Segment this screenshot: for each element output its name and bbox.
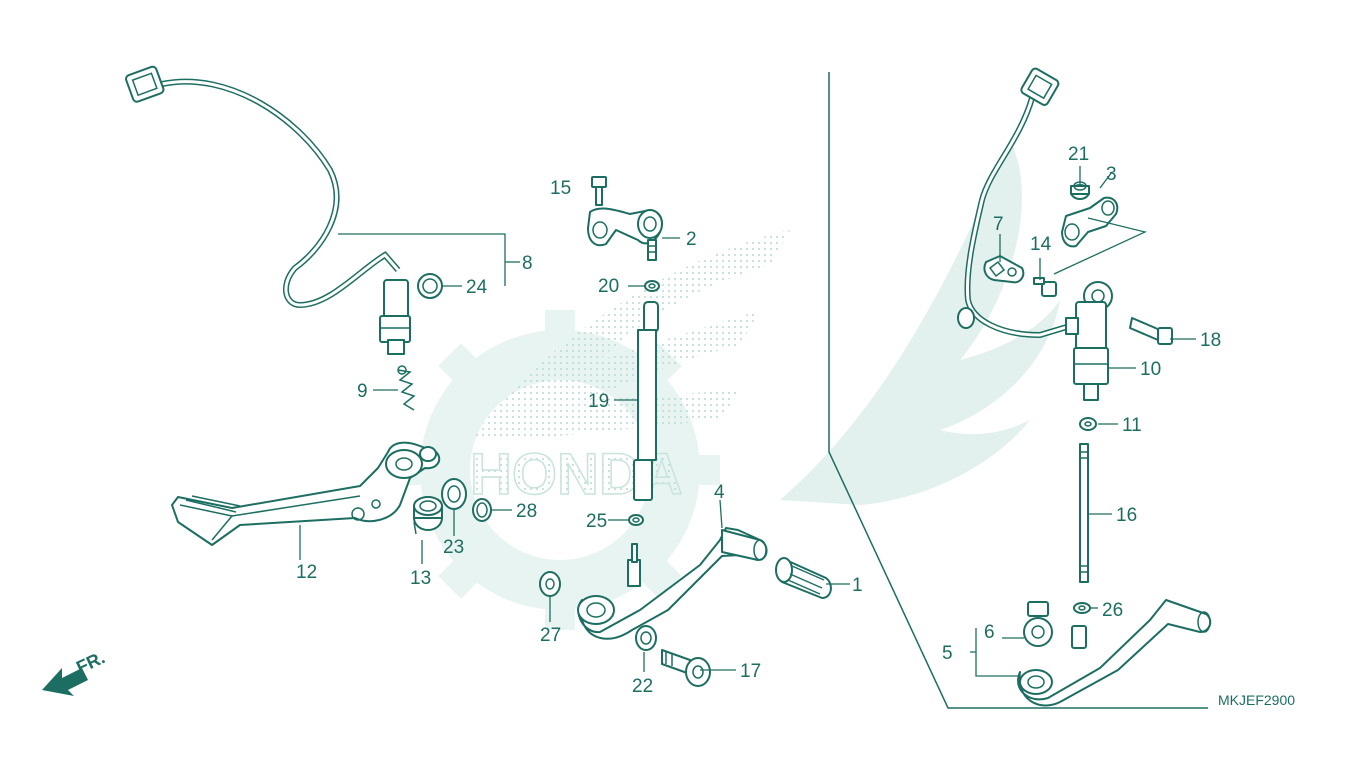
callout-13: 13 — [410, 568, 431, 589]
washer-22 — [635, 625, 657, 651]
callout-15: 15 — [550, 178, 571, 199]
callout-8: 8 — [522, 253, 533, 274]
nut-20 — [644, 280, 660, 292]
callout-25: 25 — [586, 511, 607, 532]
callout-27: 27 — [540, 625, 561, 646]
bolt-18 — [1129, 317, 1173, 345]
washer-23 — [441, 478, 467, 510]
clip-24 — [417, 273, 443, 299]
callout-3: 3 — [1106, 164, 1117, 185]
joint-6 — [1023, 601, 1053, 647]
callout-5: 5 — [942, 643, 953, 664]
nut-25 — [628, 514, 644, 526]
washer-27 — [539, 571, 561, 597]
gearshift-arm-3 — [1061, 196, 1119, 248]
callout-11: 11 — [1122, 415, 1142, 436]
callout-21: 21 — [1068, 144, 1089, 165]
callout-1: 1 — [852, 575, 863, 596]
rubber-grip-1 — [775, 557, 832, 599]
gearshift-arm-2 — [587, 207, 663, 261]
shift-rod-19 — [633, 301, 659, 501]
gearshift-pedal-5 — [1017, 599, 1212, 707]
callout-22: 22 — [632, 676, 653, 697]
callout-19: 19 — [588, 391, 609, 412]
front-direction-arrow: FR. — [42, 647, 108, 696]
callout-18: 18 — [1200, 330, 1221, 351]
switch-body-10 — [1065, 281, 1113, 401]
right-inset-frame — [828, 72, 1208, 709]
callout-10: 10 — [1140, 359, 1161, 380]
bolt-15 — [591, 176, 607, 206]
brake-switch-cable — [125, 65, 411, 355]
callout-14: 14 — [1030, 234, 1052, 255]
callout-26: 26 — [1102, 600, 1123, 621]
callout-16: 16 — [1116, 505, 1137, 526]
callout-12: 12 — [296, 562, 317, 583]
callout-6: 6 — [984, 622, 995, 643]
leader-lines — [299, 166, 1196, 677]
bolt-14 — [1033, 277, 1057, 297]
nut-26 — [1073, 602, 1091, 614]
gearshift-pedal-4 — [577, 527, 768, 640]
callout-20: 20 — [598, 276, 619, 297]
brake-pedal-12 — [171, 441, 441, 546]
callout-labels: 1 2 3 4 5 6 7 8 9 10 11 12 13 14 15 16 1… — [296, 144, 1221, 697]
callout-28: 28 — [516, 501, 537, 522]
callout-23: 23 — [443, 537, 464, 558]
nut-11 — [1079, 417, 1097, 431]
return-spring-9 — [397, 365, 416, 411]
callout-7: 7 — [993, 214, 1004, 235]
nut-21 — [1070, 181, 1090, 200]
snap-ring-28 — [472, 498, 492, 522]
inset-switch-cable — [957, 67, 1071, 339]
pivot-bolt-17 — [661, 649, 711, 687]
callout-2: 2 — [686, 229, 697, 250]
callout-17: 17 — [740, 661, 761, 682]
cable-guide-7 — [983, 255, 1025, 284]
pivot-collar-13 — [413, 496, 443, 535]
diagram-code: MKJEF2900 — [1218, 692, 1295, 708]
callout-24: 24 — [466, 277, 488, 298]
tie-rod-16 — [1079, 443, 1089, 583]
callout-9: 9 — [357, 381, 368, 402]
callout-4: 4 — [714, 482, 725, 503]
